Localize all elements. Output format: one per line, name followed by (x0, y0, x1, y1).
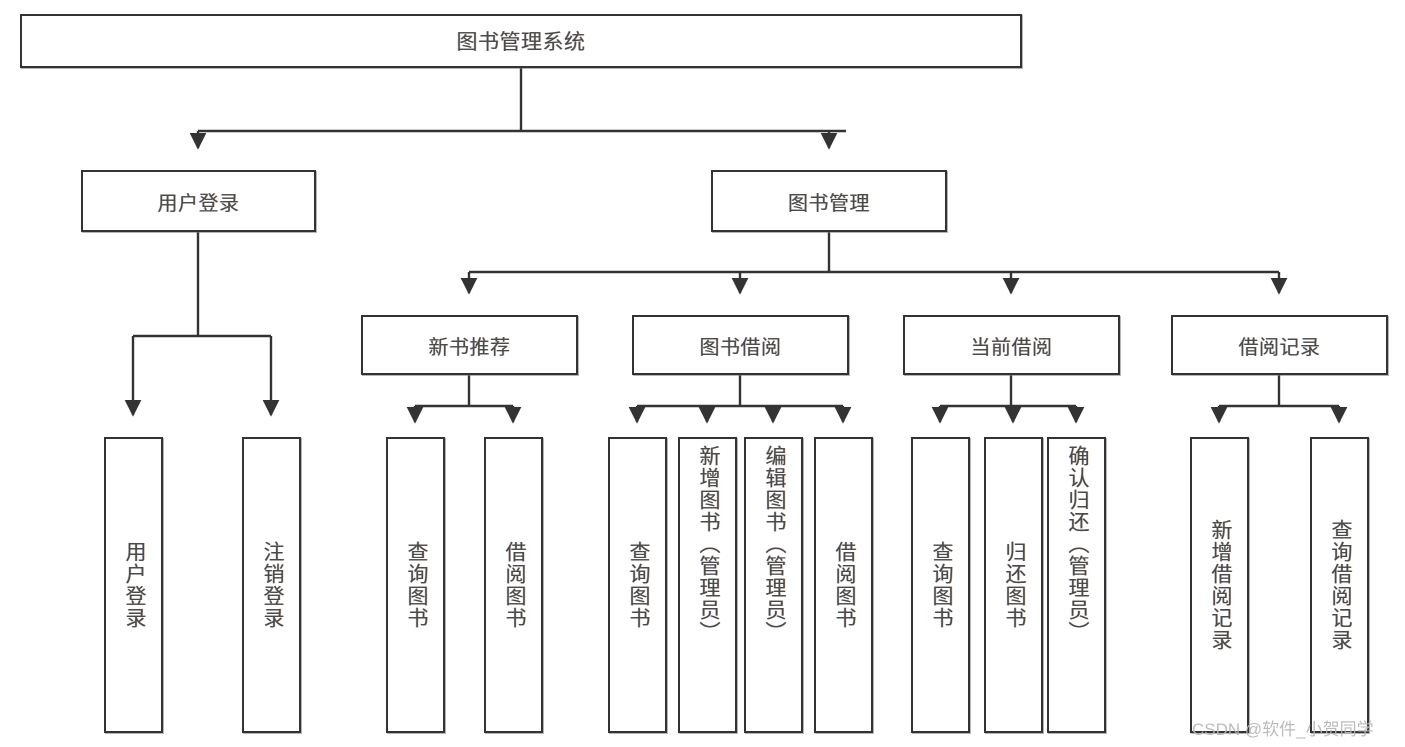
node-leaf-query-book-current-label: 查询图书 (929, 541, 953, 629)
node-borrow-record[interactable]: 借阅记录 (1171, 315, 1388, 375)
node-leaf-edit-book-admin[interactable]: 编辑图书（管理员） (744, 437, 803, 733)
node-leaf-query-book-recommend-label: 查询图书 (404, 541, 428, 629)
node-leaf-query-borrow-record-label: 查询借阅记录 (1328, 519, 1352, 651)
node-leaf-add-borrow-record[interactable]: 新增借阅记录 (1190, 437, 1249, 733)
node-leaf-borrow-book-label: 借阅图书 (832, 541, 856, 629)
node-leaf-borrow-book[interactable]: 借阅图书 (814, 437, 873, 733)
node-current-borrow-label: 当前借阅 (970, 336, 1053, 359)
node-book-borrow[interactable]: 图书借阅 (632, 315, 849, 375)
node-user-login-label: 用户登录 (157, 192, 240, 215)
node-new-book-recommend-label: 新书推荐 (428, 336, 511, 359)
node-leaf-add-book-admin-label: 新增图书（管理员） (696, 445, 720, 643)
node-leaf-query-book-current[interactable]: 查询图书 (911, 437, 970, 733)
node-root[interactable]: 图书管理系统 (20, 14, 1022, 68)
node-leaf-user-login-label: 用户登录 (122, 541, 146, 629)
node-borrow-record-label: 借阅记录 (1238, 336, 1321, 359)
node-leaf-query-book-borrow[interactable]: 查询图书 (608, 437, 667, 733)
node-book-management-label: 图书管理 (788, 192, 870, 215)
node-leaf-return-book[interactable]: 归还图书 (984, 437, 1043, 733)
node-current-borrow[interactable]: 当前借阅 (903, 315, 1120, 375)
node-leaf-confirm-return-admin[interactable]: 确认归还（管理员） (1047, 437, 1106, 733)
node-new-book-recommend[interactable]: 新书推荐 (361, 315, 578, 375)
node-leaf-edit-book-admin-label: 编辑图书（管理员） (762, 445, 786, 643)
node-leaf-confirm-return-admin-label: 确认归还（管理员） (1065, 445, 1089, 643)
node-book-borrow-label: 图书借阅 (699, 336, 782, 359)
node-leaf-borrow-book-recommend-label: 借阅图书 (502, 541, 526, 629)
node-leaf-add-borrow-record-label: 新增借阅记录 (1208, 519, 1232, 651)
node-root-label: 图书管理系统 (456, 31, 586, 54)
node-leaf-user-logout[interactable]: 注销登录 (242, 437, 301, 733)
node-leaf-query-book-recommend[interactable]: 查询图书 (386, 437, 445, 733)
node-leaf-query-book-borrow-label: 查询图书 (626, 541, 650, 629)
node-user-login[interactable]: 用户登录 (81, 170, 316, 232)
node-leaf-add-book-admin[interactable]: 新增图书（管理员） (678, 437, 737, 733)
node-leaf-user-logout-label: 注销登录 (260, 541, 284, 629)
node-book-management[interactable]: 图书管理 (711, 170, 947, 232)
node-leaf-query-borrow-record[interactable]: 查询借阅记录 (1310, 437, 1369, 733)
csdn-watermark: CSDN @软件_小贺同学 (1192, 720, 1374, 739)
node-leaf-borrow-book-recommend[interactable]: 借阅图书 (484, 437, 543, 733)
node-leaf-user-login[interactable]: 用户登录 (104, 437, 163, 733)
node-leaf-return-book-label: 归还图书 (1002, 541, 1026, 629)
